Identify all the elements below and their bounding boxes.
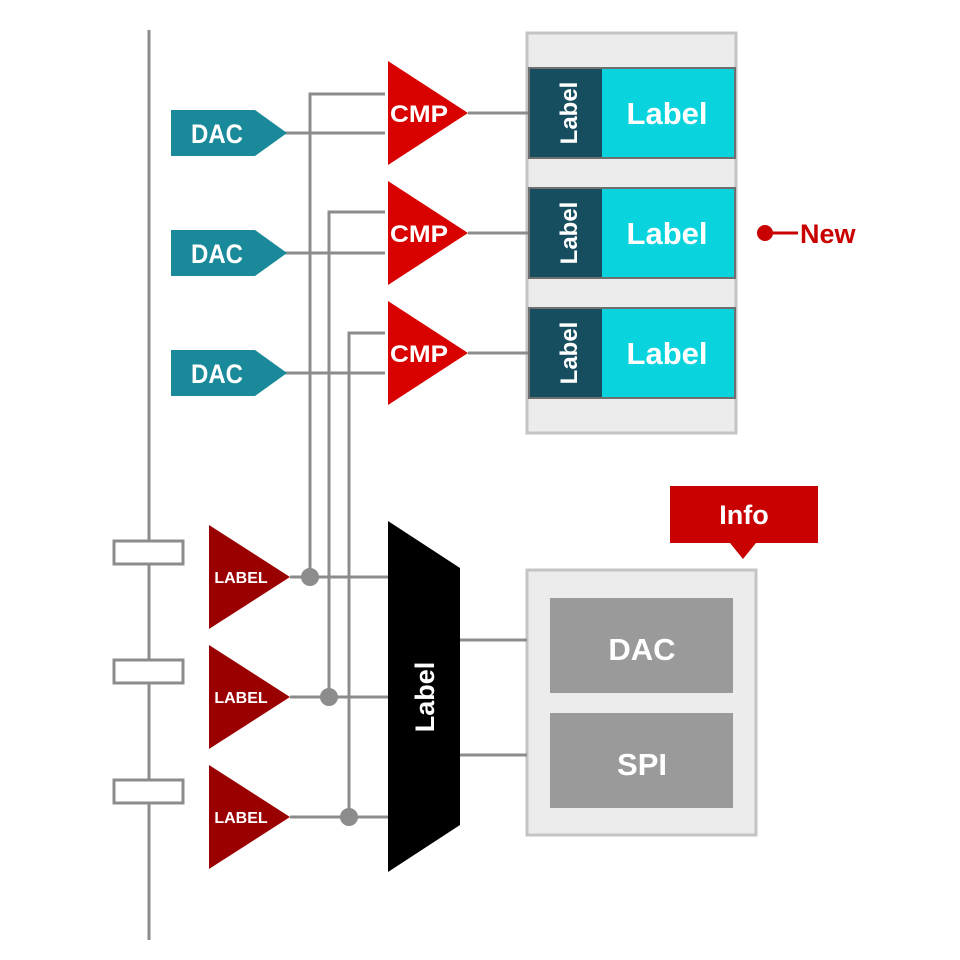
new-marker: New — [757, 219, 857, 249]
svg-text:Info: Info — [719, 500, 768, 530]
svg-text:DAC: DAC — [608, 632, 675, 667]
svg-text:LABEL: LABEL — [214, 690, 268, 707]
register-3: Label Label — [528, 307, 736, 399]
svg-text:Label: Label — [410, 662, 440, 733]
dac-arrow-1: DAC — [171, 110, 287, 156]
new-marker-dot — [757, 225, 773, 241]
svg-text:Label: Label — [627, 96, 708, 131]
register-1: Label Label — [528, 67, 736, 159]
svg-text:DAC: DAC — [191, 359, 243, 389]
multiplexer: Label — [388, 521, 460, 872]
svg-text:DAC: DAC — [191, 239, 243, 269]
svg-text:CMP: CMP — [390, 101, 448, 128]
svg-text:Label: Label — [556, 82, 583, 145]
svg-text:CMP: CMP — [390, 221, 448, 248]
input-resistor-3 — [112, 778, 185, 805]
svg-text:Label: Label — [627, 216, 708, 251]
dac-arrow-2: DAC — [171, 230, 287, 276]
svg-text:Label: Label — [556, 202, 583, 265]
input-resistor-2 — [112, 658, 185, 685]
svg-text:DAC: DAC — [191, 119, 243, 149]
peripheral-dac-block: DAC — [550, 598, 733, 693]
amplifier-2: LABEL — [209, 645, 290, 749]
comparator-1: CMP — [388, 61, 468, 165]
input-resistor-1 — [112, 539, 185, 566]
amplifier-1: LABEL — [209, 525, 290, 629]
junction-dot-2 — [320, 688, 338, 706]
feedback-wire-2 — [327, 210, 385, 697]
comparator-3: CMP — [388, 301, 468, 405]
svg-text:CMP: CMP — [390, 341, 448, 368]
peripheral-spi-block: SPI — [550, 713, 733, 808]
junction-dot-3 — [340, 808, 358, 826]
info-callout: Info — [670, 486, 818, 559]
svg-text:Label: Label — [627, 336, 708, 371]
dac-arrow-3: DAC — [171, 350, 287, 396]
junction-dot-1 — [301, 568, 319, 586]
svg-text:SPI: SPI — [617, 747, 667, 782]
comparator-2: CMP — [388, 181, 468, 285]
amplifier-3: LABEL — [209, 765, 290, 869]
svg-text:Label: Label — [556, 322, 583, 385]
new-marker-label: New — [800, 219, 857, 249]
feedback-wire-1 — [308, 92, 385, 577]
register-2: Label Label — [528, 187, 736, 279]
svg-text:LABEL: LABEL — [214, 570, 268, 587]
feedback-wire-3 — [347, 331, 385, 817]
svg-text:LABEL: LABEL — [214, 810, 268, 827]
